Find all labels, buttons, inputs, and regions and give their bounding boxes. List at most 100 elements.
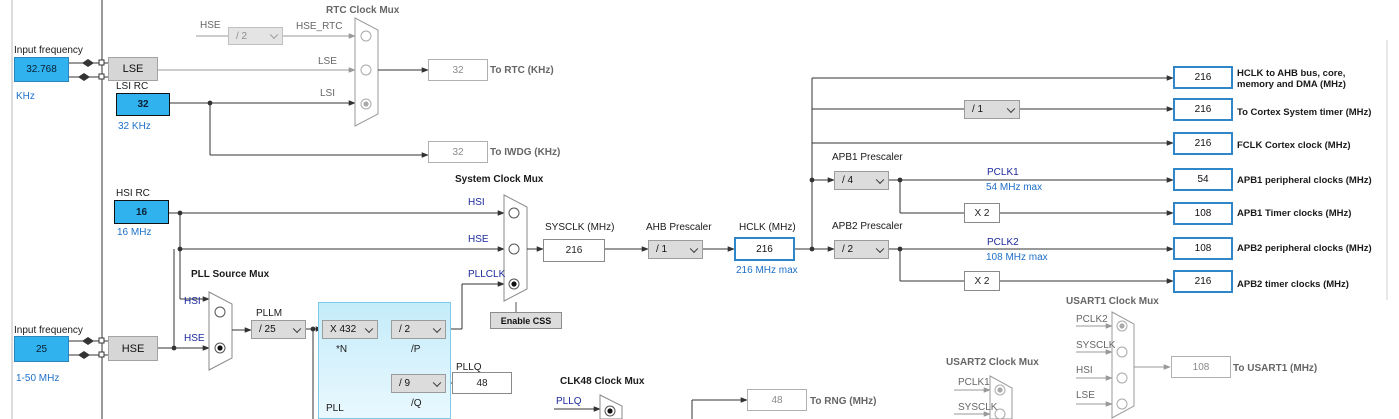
pll-q-divider-select[interactable]: / 9: [391, 374, 446, 393]
usart1-pclk2-label: PCLK2: [1076, 314, 1108, 325]
rtc-output-label: To RTC (KHz): [490, 65, 554, 76]
pll-n-label: *N: [336, 344, 348, 355]
pll-q-divider-value: / 9: [399, 378, 411, 389]
chevron-down-icon: [269, 30, 279, 40]
chevron-down-icon: [364, 324, 374, 333]
apb1-timer-output-value[interactable]: 108: [1173, 202, 1233, 225]
usart1-sysclk-label: SYSCLK: [1076, 340, 1116, 351]
rtc-output-value: 32: [428, 59, 488, 81]
lse-source-block[interactable]: LSE: [108, 57, 158, 81]
apb2-peripheral-output-label: APB2 peripheral clocks (MHz): [1237, 243, 1372, 254]
pllq-label: PLLQ: [456, 362, 482, 373]
usart1-output-value: 108: [1171, 356, 1231, 378]
cortex-timer-output-value[interactable]: 216: [1173, 98, 1233, 121]
usart2-mux-title: USART2 Clock Mux: [946, 357, 1039, 368]
pll-p-label: /P: [411, 344, 421, 355]
apb2-timer-output-value[interactable]: 216: [1173, 270, 1233, 293]
apb2-prescaler-value: / 2: [842, 244, 854, 255]
rtc-mux-title: RTC Clock Mux: [326, 5, 400, 16]
lsi-range-label: 32 KHz: [118, 121, 151, 132]
apb2-timer-output-label: APB2 timer clocks (MHz): [1237, 279, 1349, 290]
usart2-pclk1-label: PCLK1: [958, 377, 990, 388]
hclk-ahb-output-label-line2: memory and DMA (MHz): [1237, 79, 1346, 90]
usart1-lse-label: LSE: [1076, 390, 1095, 401]
pll-n-multiplier-select[interactable]: X 432: [322, 320, 378, 339]
hse-source-block[interactable]: HSE: [108, 336, 158, 361]
apb2-peripheral-output-value[interactable]: 108: [1173, 237, 1233, 260]
sysclk-value: 216: [543, 239, 605, 262]
cortex-timer-divider-select[interactable]: / 1: [964, 100, 1020, 119]
system-clock-mux-title: System Clock Mux: [455, 174, 544, 185]
chevron-down-icon: [432, 378, 442, 387]
cortex-timer-divider-value: / 1: [972, 104, 984, 115]
pll-p-divider-select[interactable]: / 2: [391, 320, 446, 339]
clk48-pllq-label: PLLQ: [556, 396, 582, 407]
rng-output-value: 48: [747, 389, 807, 411]
apb1-prescaler-select[interactable]: / 4: [834, 171, 889, 190]
apb1-timer-output-label: APB1 Timer clocks (MHz): [1237, 208, 1352, 219]
rtc-hse-label: HSE: [200, 20, 221, 31]
chevron-down-icon: [292, 324, 302, 333]
sysclk-label: SYSCLK (MHz): [545, 222, 615, 233]
ahb-prescaler-select[interactable]: / 1: [648, 240, 703, 259]
apb2-prescaler-label: APB2 Prescaler: [832, 221, 903, 232]
pllm-label: PLLM: [256, 308, 283, 319]
rtc-hse-divider-value: / 2: [236, 30, 248, 42]
pclk2-label: PCLK2: [987, 237, 1019, 248]
pclk1-label: PCLK1: [987, 167, 1019, 178]
rng-output-label: To RNG (MHz): [810, 396, 877, 407]
lsi-rc-value: 32: [116, 93, 170, 116]
apb2-prescaler-select[interactable]: / 2: [834, 240, 889, 259]
apb1-prescaler-label: APB1 Prescaler: [832, 152, 903, 163]
system-mux-hsi-label: HSI: [468, 197, 485, 208]
chevron-down-icon: [432, 324, 442, 333]
pll-p-divider-value: / 2: [399, 324, 411, 335]
pll-source-hse-label: HSE: [184, 333, 205, 344]
system-mux-hse-label: HSE: [468, 234, 489, 245]
iwdg-output-label: To IWDG (KHz): [490, 147, 561, 158]
pll-n-multiplier-value: X 432: [330, 324, 357, 335]
fclk-output-value[interactable]: 216: [1173, 132, 1233, 155]
lse-unit-label: KHz: [16, 91, 35, 102]
fclk-output-label: FCLK Cortex clock (MHz): [1237, 140, 1351, 151]
ahb-prescaler-label: AHB Prescaler: [646, 222, 712, 233]
rtc-hse-divider-select[interactable]: / 2: [228, 27, 283, 45]
hclk-label: HCLK (MHz): [739, 222, 796, 233]
hse-input-frequency-label: Input frequency: [14, 325, 83, 336]
usart1-hsi-label: HSI: [1076, 365, 1093, 376]
hse-input-frequency-field[interactable]: 25: [14, 336, 69, 362]
lsi-rc-title: LSI RC: [116, 81, 149, 92]
pll-source-hsi-label: HSI: [184, 296, 201, 307]
usart2-sysclk-label: SYSCLK: [958, 402, 998, 413]
apb1-peripheral-output-value[interactable]: 54: [1173, 168, 1233, 191]
pllq-value: 48: [452, 372, 512, 394]
ahb-prescaler-value: / 1: [656, 244, 668, 255]
rtc-lsi-label: LSI: [320, 88, 336, 99]
rtc-hse-rtc-label: HSE_RTC: [296, 21, 343, 32]
usart1-output-label: To USART1 (MHz): [1233, 363, 1318, 374]
hsi-range-label: 16 MHz: [117, 227, 152, 238]
apb1-timer-multiplier: X 2: [964, 203, 1000, 223]
chevron-down-icon: [1006, 104, 1016, 113]
pllm-divider-value: / 25: [259, 324, 276, 335]
chevron-down-icon: [875, 175, 885, 184]
hclk-value-field[interactable]: 216: [734, 237, 795, 261]
apb1-peripheral-output-label: APB1 peripheral clocks (MHz): [1237, 175, 1372, 186]
hsi-rc-title: HSI RC: [116, 188, 150, 199]
pclk2-max-label: 108 MHz max: [986, 252, 1048, 263]
hse-range-label: 1-50 MHz: [16, 373, 60, 384]
pll-q-label: /Q: [411, 398, 422, 409]
clk48-mux-title: CLK48 Clock Mux: [560, 376, 645, 387]
system-mux-pllclk-label: PLLCLK: [468, 269, 506, 280]
hclk-max-label: 216 MHz max: [736, 265, 798, 276]
pllm-divider-select[interactable]: / 25: [251, 320, 306, 339]
hclk-ahb-output-value[interactable]: 216: [1173, 66, 1233, 89]
iwdg-output-value: 32: [428, 141, 488, 163]
lse-input-frequency-field[interactable]: 32.768: [14, 57, 69, 82]
enable-css-button[interactable]: Enable CSS: [490, 312, 562, 329]
chevron-down-icon: [689, 244, 699, 253]
apb1-prescaler-value: / 4: [842, 175, 854, 186]
hclk-ahb-output-label: HCLK to AHB bus, core,: [1237, 68, 1346, 79]
